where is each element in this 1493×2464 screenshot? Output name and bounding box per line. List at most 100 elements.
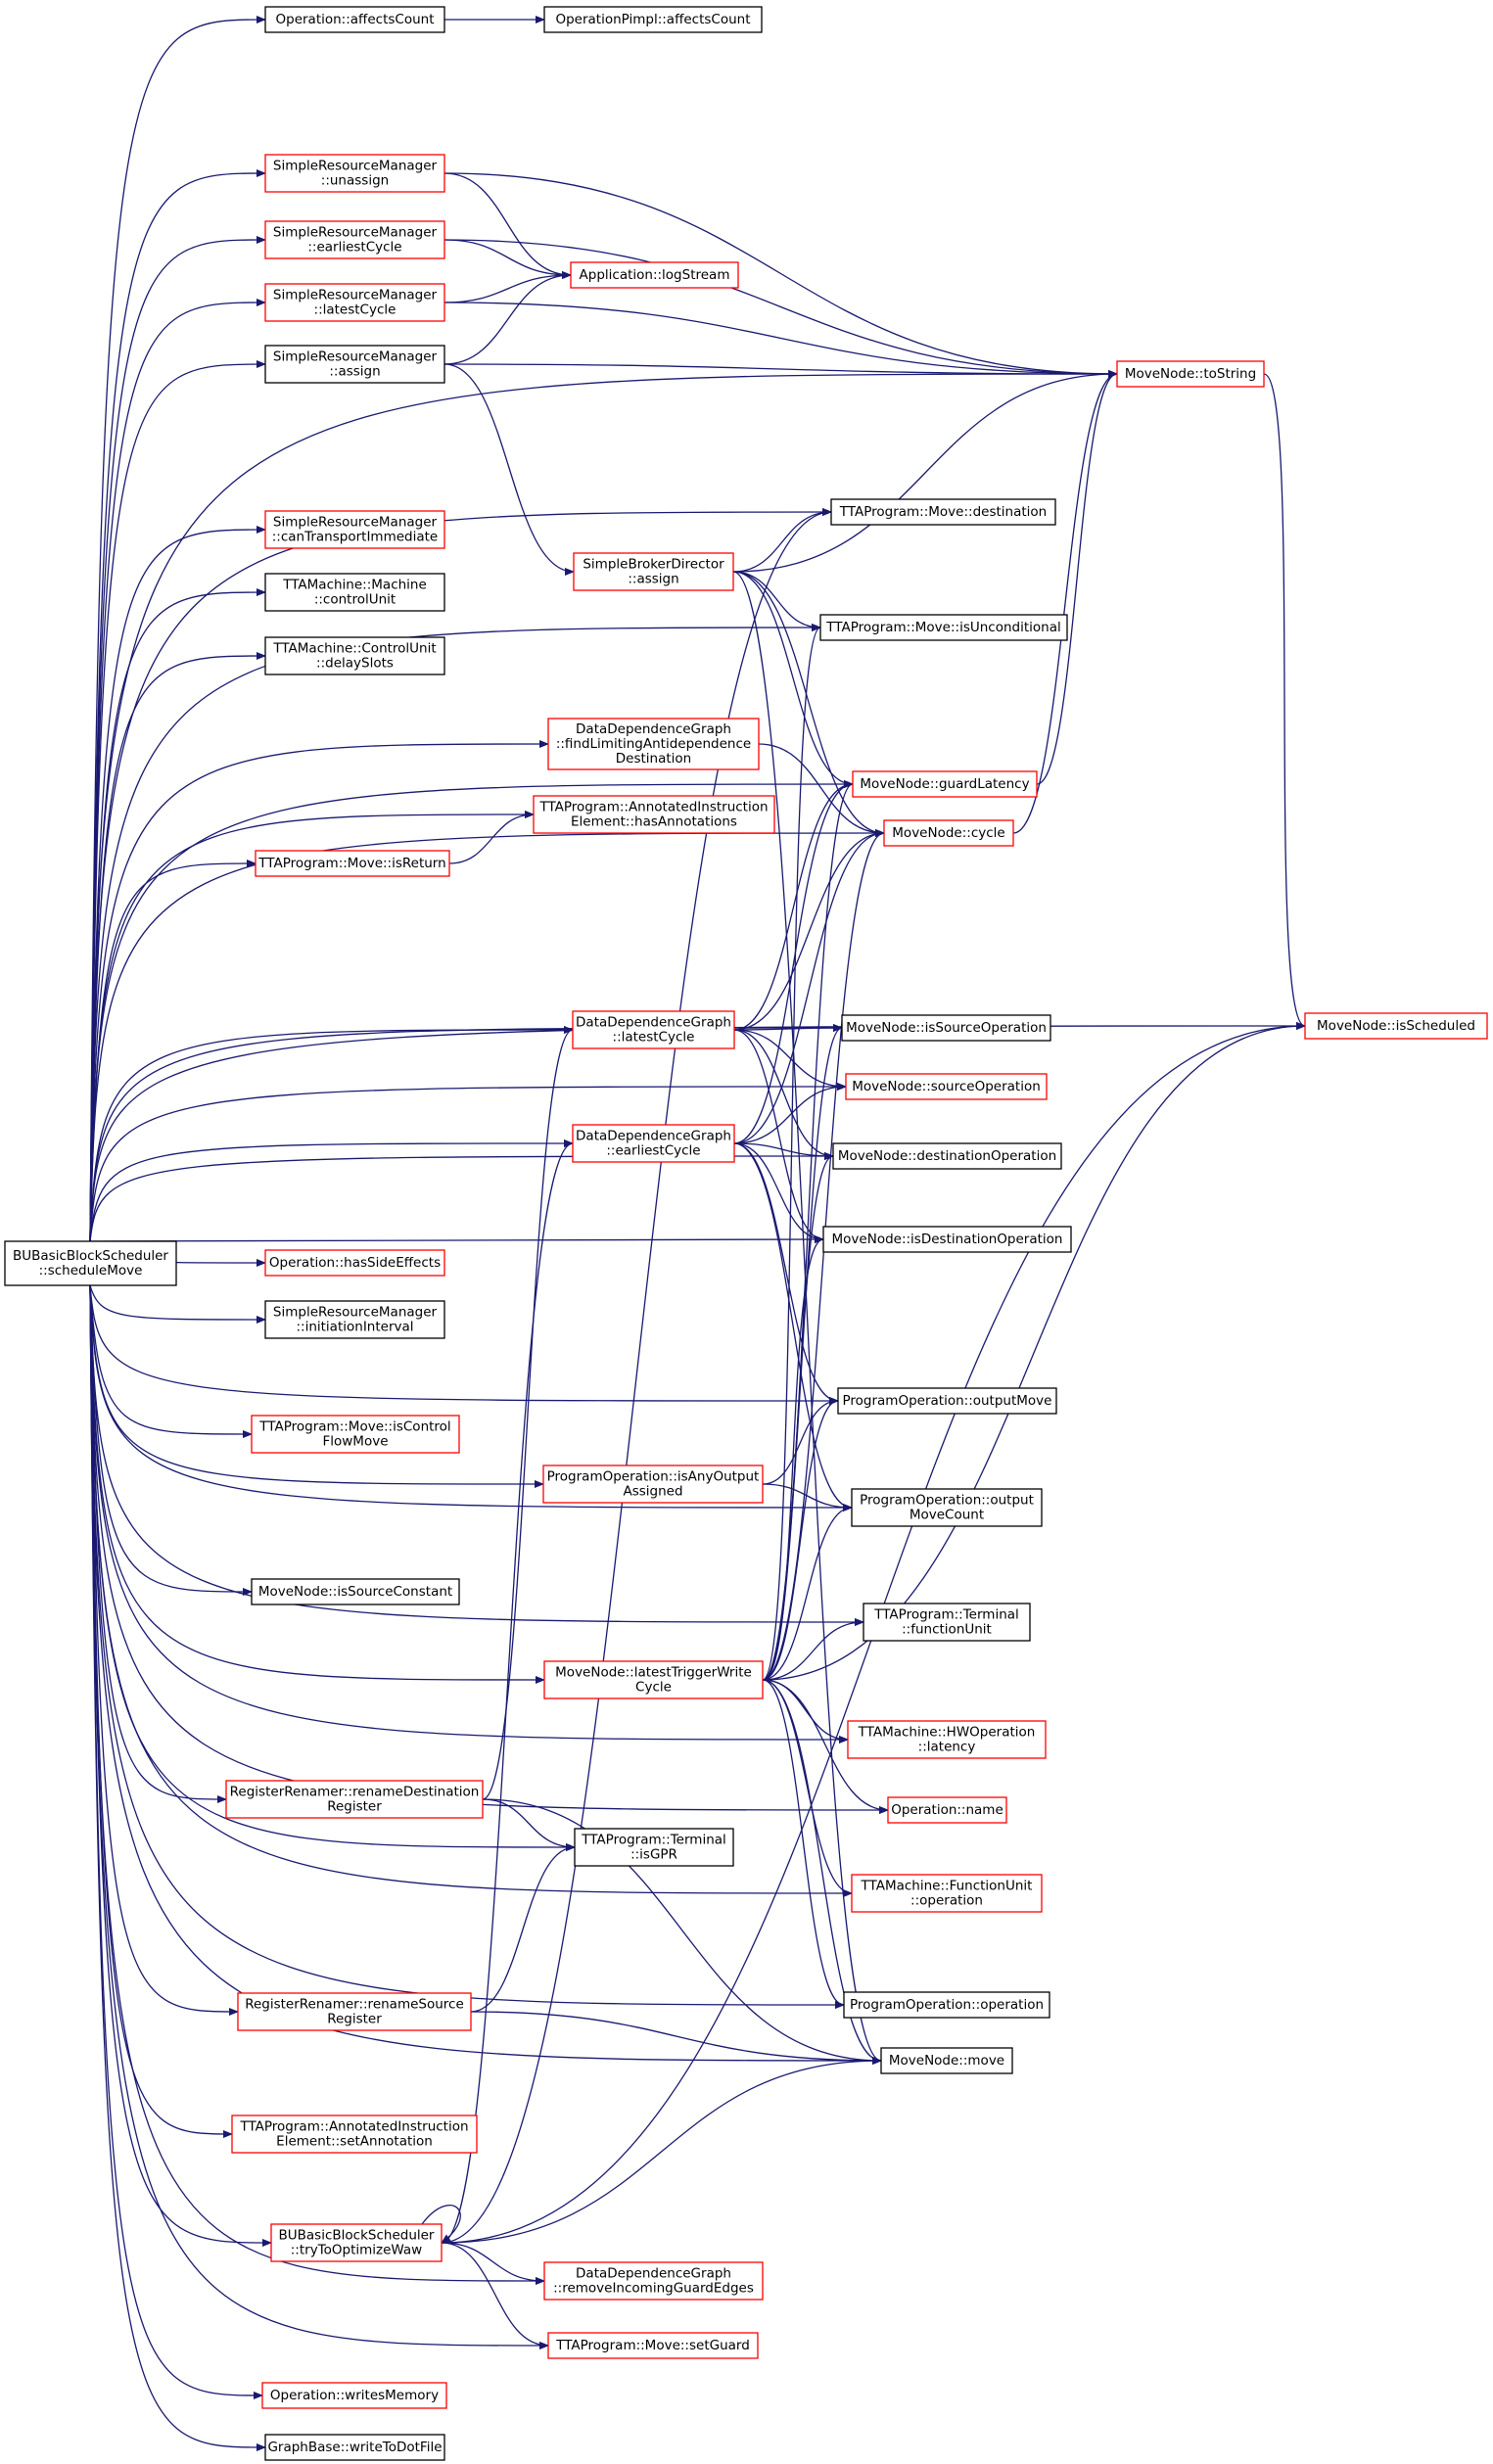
node-srm-unassign[interactable]: SimpleResourceManager::unassign (264, 154, 445, 193)
node-app-logStream[interactable]: Application::logStream (570, 261, 739, 289)
node-mn-isSourceConstant[interactable]: MoveNode::isSourceConstant (251, 1578, 460, 1605)
node-mach-controlUnit[interactable]: TTAMachine::Machine::controlUnit (264, 573, 445, 612)
node-term-functionUnit[interactable]: TTAProgram::Terminal::functionUnit (863, 1603, 1031, 1642)
node-fu-operation[interactable]: TTAMachine::FunctionUnit::operation (851, 1874, 1043, 1913)
node-mn-cycle[interactable]: MoveNode::cycle (883, 819, 1014, 847)
edge-sbd_assign-to-mn_cycle (732, 571, 885, 837)
node-srm-canTransport[interactable]: SimpleResourceManager::canTransportImmed… (264, 510, 445, 549)
node-label-line: Operation::name (891, 1802, 1003, 1818)
edge-srm_unassign-to-app_logStream (443, 172, 572, 279)
node-box (264, 154, 445, 193)
node-label-line: FlowMove (322, 1434, 388, 1450)
edge-mn_cycle-to-mn_toString (1012, 370, 1118, 834)
node-gb-writeToDotFile[interactable]: GraphBase::writeToDotFile (264, 2434, 445, 2461)
node-mn-move[interactable]: MoveNode::move (880, 2047, 1013, 2074)
edge-srm_earliestCycle-to-mn_toString (443, 239, 1118, 378)
node-sbd-assign[interactable]: SimpleBrokerDirector::assign (573, 552, 734, 591)
node-label-line: SimpleResourceManager (273, 1305, 438, 1321)
edges-layer (89, 16, 1306, 2451)
node-cu-delaySlots[interactable]: TTAMachine::ControlUnit::delaySlots (264, 636, 445, 675)
node-mv-isReturn[interactable]: TTAProgram::Move::isReturn (255, 850, 450, 877)
node-mv-setGuard[interactable]: TTAProgram::Move::setGuard (547, 2332, 759, 2359)
node-box (533, 795, 775, 834)
node-po-outputMove[interactable]: ProgramOperation::outputMove (837, 1387, 1057, 1415)
node-op-writesMemory[interactable]: Operation::writesMemory (261, 2382, 447, 2409)
edge-ddg_earliestCycle-to-po_outputMoveCount (733, 1142, 853, 1511)
node-op-name[interactable]: Operation::name (887, 1796, 1007, 1824)
node-ddg-latestCycle[interactable]: DataDependenceGraph::latestCycle (572, 1010, 735, 1049)
node-label-line: ::latestCycle (314, 302, 397, 318)
edge-ddg_latestCycle-to-mn_isSourceOperation (733, 1024, 843, 1033)
node-box (547, 2332, 759, 2359)
node-label-line: TTAProgram::Move::destination (839, 504, 1047, 520)
node-mv-destination[interactable]: TTAProgram::Move::destination (830, 498, 1056, 526)
edge-root-to-rr_renameSource (89, 1284, 239, 2016)
node-box (547, 718, 760, 770)
node-ddg-findLimiting[interactable]: DataDependenceGraph::findLimitingAntidep… (547, 718, 760, 770)
node-mv-isUnconditional[interactable]: TTAProgram::Move::isUnconditional (819, 614, 1068, 641)
edge-ddg_latestCycle-to-mn_sourceOperation (733, 1029, 847, 1091)
node-box (852, 770, 1038, 798)
node-mn-guardLatency[interactable]: MoveNode::guardLatency (852, 770, 1038, 798)
node-mn-isSourceOperation[interactable]: MoveNode::isSourceOperation (841, 1014, 1051, 1042)
edge-root-to-mv_isControlFlowMove (89, 1284, 253, 1438)
node-label-line: ::tryToOptimizeWaw (291, 2243, 422, 2258)
edge-root-to-srm_assign (89, 360, 266, 1242)
node-op-hasSideEffects[interactable]: Operation::hasSideEffects (264, 1249, 445, 1277)
node-label-line: BUBasicBlockScheduler (13, 1248, 168, 1264)
node-aie-setAnnotation[interactable]: TTAProgram::AnnotatedInstructionElement:… (231, 2115, 478, 2154)
edge-sbd_assign-to-mv_destination (732, 508, 832, 573)
node-mn-isDestinationOperation[interactable]: MoveNode::isDestinationOperation (822, 1226, 1072, 1253)
node-srm-assign[interactable]: SimpleResourceManager::assign (264, 345, 445, 384)
node-term-isGPR[interactable]: TTAProgram::Terminal::isGPR (574, 1828, 734, 1867)
node-oppimpl-affectsCount[interactable]: OperationPimpl::affectsCount (543, 6, 763, 33)
node-srm-earliestCycle[interactable]: SimpleResourceManager::earliestCycle (264, 220, 445, 259)
node-mn-sourceOperation[interactable]: MoveNode::sourceOperation (845, 1073, 1048, 1100)
node-box (845, 1073, 1048, 1100)
node-box (573, 552, 734, 591)
node-po-operation[interactable]: ProgramOperation::operation (843, 1991, 1050, 2019)
node-ddg-earliestCycle[interactable]: DataDependenceGraph::earliestCycle (572, 1124, 735, 1163)
node-box (847, 1720, 1047, 1759)
node-box (270, 2223, 443, 2262)
node-ddg-removeIncoming[interactable]: DataDependenceGraph::removeIncomingGuard… (543, 2261, 764, 2301)
node-box (264, 2434, 445, 2461)
node-label-line: MoveNode::isScheduled (1317, 1018, 1475, 1034)
edge-mn_latestTriggerWriteCycle-to-term_functionUnit (762, 1618, 864, 1681)
node-srm-latestCycle[interactable]: SimpleResourceManager::latestCycle (264, 283, 445, 322)
node-box (883, 819, 1014, 847)
node-label-line: SimpleResourceManager (273, 515, 438, 531)
node-label-line: ::earliestCycle (307, 240, 401, 256)
node-aie-hasAnnotations[interactable]: TTAProgram::AnnotatedInstructionElement:… (533, 795, 775, 834)
node-mn-toString[interactable]: MoveNode::toString (1116, 360, 1265, 388)
node-mn-isScheduled[interactable]: MoveNode::isScheduled (1304, 1012, 1488, 1040)
node-bubs-tryToOptimizeWaw[interactable]: BUBasicBlockScheduler::tryToOptimizeWaw (270, 2223, 443, 2262)
node-label-line: Operation::writesMemory (270, 2388, 439, 2403)
edge-root-to-mn_isSourceConstant (89, 1284, 253, 1596)
node-hwop-latency[interactable]: TTAMachine::HWOperation::latency (847, 1720, 1047, 1759)
node-op-affectsCount[interactable]: Operation::affectsCount (264, 6, 445, 33)
node-srm-initiationInterval[interactable]: SimpleResourceManager::initiationInterva… (264, 1300, 445, 1339)
edge-rr_renameDestination-to-ddg_latestCycle (482, 1026, 574, 1800)
edge-srm_latestCycle-to-app_logStream (443, 271, 572, 303)
edge-mn_latestTriggerWriteCycle-to-op_name (762, 1679, 889, 1814)
node-box (832, 1142, 1062, 1170)
node-box (237, 1992, 472, 2031)
node-label-line: ::unassign (321, 173, 389, 189)
node-label-line: Cycle (635, 1680, 672, 1696)
node-label-line: DataDependenceGraph (576, 1129, 731, 1144)
node-label-line: MoveCount (910, 1508, 984, 1523)
node-label-line: ::assign (628, 572, 678, 587)
node-label-line: MoveNode::toString (1125, 366, 1256, 382)
edge-mn_latestTriggerWriteCycle-to-po_operation (762, 1679, 845, 2009)
node-box (264, 345, 445, 384)
node-mn-destinationOperation[interactable]: MoveNode::destinationOperation (832, 1142, 1062, 1170)
node-rr-renameDestination[interactable]: RegisterRenamer::renameDestinationRegist… (225, 1780, 484, 1819)
edge-bubs_tryToOptimizeWaw-to-bubs_tryToOptimizeWaw (421, 2205, 461, 2244)
edge-rr_renameDestination-to-term_isGPR (482, 1798, 576, 1851)
